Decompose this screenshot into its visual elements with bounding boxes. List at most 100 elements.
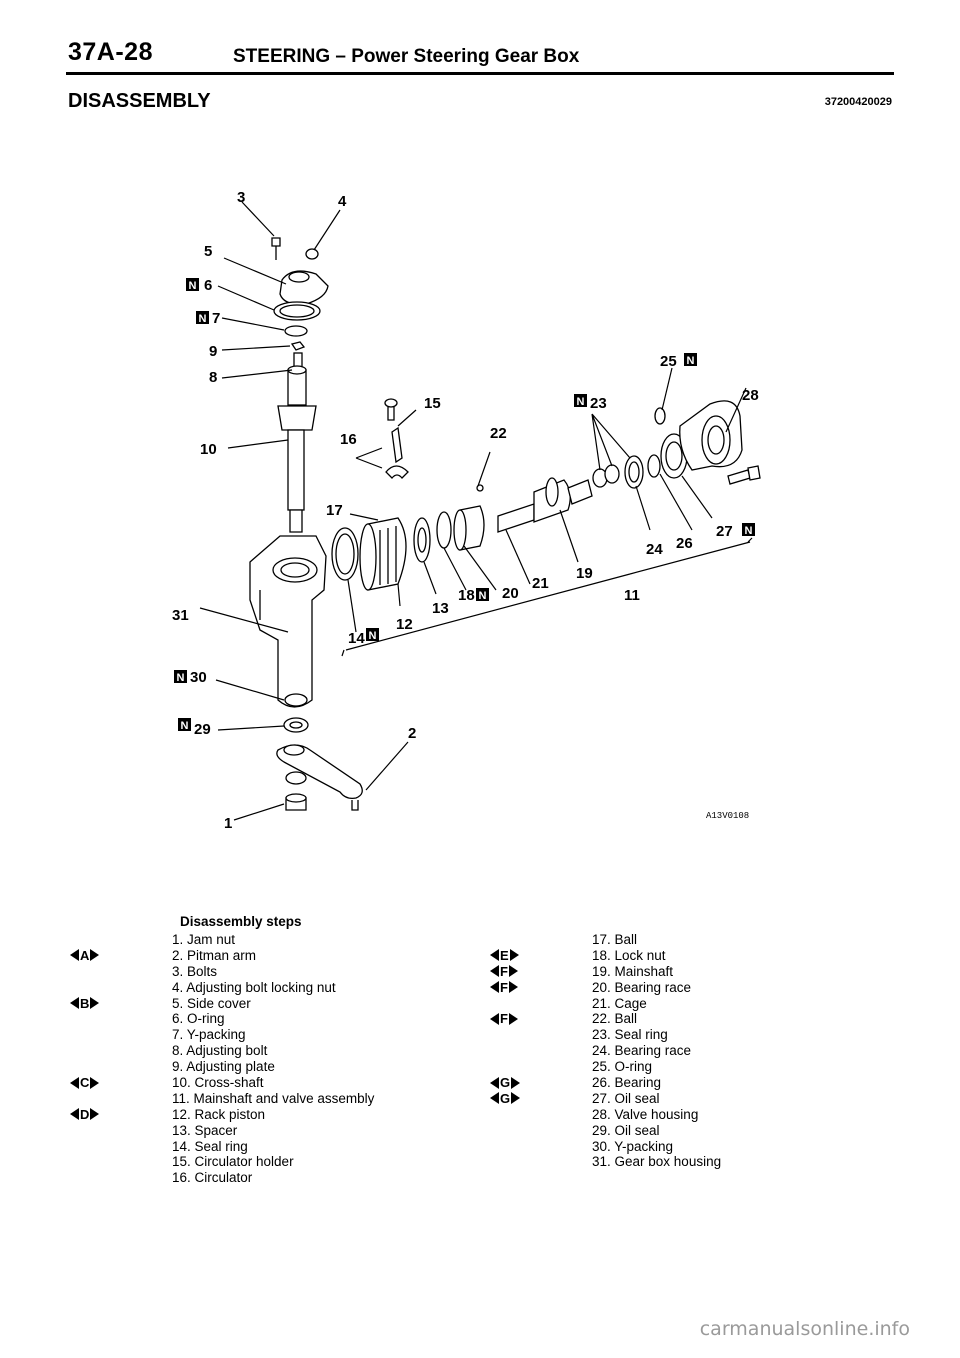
step-label: 28. Valve housing	[592, 1106, 699, 1122]
callout-28: 28	[742, 387, 759, 404]
step-label: 31. Gear box housing	[592, 1154, 722, 1170]
procedure-badge: G	[490, 1076, 521, 1089]
step-item: 25. O-ring	[490, 1059, 850, 1075]
callout-7: 7	[212, 310, 220, 327]
exploded-diagram-svg: N N N N N N N N N 1 2 3 4 5 6 7 8 9 10 1…	[172, 189, 761, 832]
step-item: 3. Bolts	[70, 964, 460, 980]
step-item: 1. Jam nut	[70, 932, 460, 948]
step-label: 10. Cross-shaft	[172, 1075, 264, 1091]
callout-4: 4	[338, 193, 347, 210]
step-label: 22. Ball	[592, 1011, 638, 1027]
step-label: 5. Side cover	[172, 995, 251, 1011]
procedure-badge: C	[70, 1076, 100, 1089]
callout-25: 25	[660, 353, 677, 370]
step-item: 21. Cage	[490, 996, 850, 1012]
callout-13: 13	[432, 600, 449, 617]
callout-1: 1	[224, 815, 232, 832]
step-label: 27. Oil seal	[592, 1090, 660, 1106]
step-item: 6. O-ring	[70, 1011, 460, 1027]
step-item: 16. Circulator	[70, 1170, 460, 1186]
callout-6: 6	[204, 277, 212, 294]
callout-18: 18	[458, 587, 475, 604]
callout-24: 24	[646, 541, 663, 558]
callout-17: 17	[326, 502, 343, 519]
step-item: 13. Spacer	[70, 1123, 460, 1139]
procedure-badge: B	[70, 997, 100, 1010]
procedure-badge: F	[490, 1012, 518, 1025]
step-label: 18. Lock nut	[592, 947, 666, 963]
step-label: 24. Bearing race	[592, 1043, 692, 1059]
step-item: 8. Adjusting bolt	[70, 1043, 460, 1059]
callout-9: 9	[209, 343, 217, 360]
step-label: 13. Spacer	[172, 1122, 238, 1138]
step-label: 4. Adjusting bolt locking nut	[172, 979, 336, 995]
new-part-mark: N	[687, 355, 695, 367]
step-item: G 26. Bearing	[490, 1075, 850, 1091]
procedure-badge: F	[490, 981, 518, 994]
callout-23: 23	[590, 395, 607, 412]
callout-21: 21	[532, 575, 549, 592]
step-item: 4. Adjusting bolt locking nut	[70, 980, 460, 996]
step-item: 14. Seal ring	[70, 1139, 460, 1155]
new-part-mark: N	[181, 720, 189, 732]
new-part-mark: N	[369, 630, 377, 642]
step-label: 8. Adjusting bolt	[172, 1043, 268, 1059]
exploded-diagram: N N N N N N N N N 1 2 3 4 5 6 7 8 9 10 1…	[160, 170, 800, 850]
step-label: 12. Rack piston	[172, 1106, 266, 1122]
step-label: 29. Oil seal	[592, 1122, 660, 1138]
callout-11: 11	[624, 587, 640, 604]
callout-14: 14	[348, 630, 365, 647]
callout-20: 20	[502, 585, 519, 602]
step-item: A 2. Pitman arm	[70, 948, 460, 964]
callout-12: 12	[396, 616, 413, 633]
new-part-mark: N	[479, 590, 487, 602]
step-item: F 20. Bearing race	[490, 980, 850, 996]
step-label: 14. Seal ring	[172, 1138, 248, 1154]
step-label: 6. O-ring	[172, 1011, 225, 1027]
new-part-mark: N	[577, 396, 585, 408]
watermark: carmanualsonline.info	[699, 1318, 910, 1340]
callout-22: 22	[490, 425, 507, 442]
step-label: 26. Bearing	[592, 1075, 662, 1091]
step-label: 9. Adjusting plate	[172, 1059, 275, 1075]
step-label: 20. Bearing race	[592, 979, 692, 995]
new-part-mark: N	[189, 280, 197, 292]
step-item: C 10. Cross-shaft	[70, 1075, 460, 1091]
procedure-badge: F	[490, 965, 518, 978]
step-item: 11. Mainshaft and valve assembly	[70, 1091, 460, 1107]
callout-15: 15	[424, 395, 441, 412]
step-label: 3. Bolts	[172, 963, 218, 979]
document-code: 37200420029	[824, 96, 892, 108]
step-item: 17. Ball	[490, 932, 850, 948]
callout-5: 5	[204, 243, 212, 260]
step-label: 2. Pitman arm	[172, 947, 257, 963]
callout-8: 8	[209, 369, 217, 386]
callout-31: 31	[172, 607, 189, 624]
step-label: 7. Y-packing	[172, 1027, 246, 1043]
new-part-mark: N	[745, 525, 753, 537]
new-part-mark: N	[199, 313, 207, 325]
page-title: STEERING – Power Steering Gear Box	[233, 46, 580, 67]
callout-26: 26	[676, 535, 693, 552]
section-title: DISASSEMBLY	[68, 90, 211, 112]
callout-10: 10	[200, 441, 217, 458]
callout-3: 3	[237, 189, 245, 206]
step-label: 25. O-ring	[592, 1059, 653, 1075]
step-label: 16. Circulator	[172, 1170, 253, 1186]
step-item: 15. Circulator holder	[70, 1154, 460, 1170]
step-label: 15. Circulator holder	[172, 1154, 294, 1170]
page-header: 37A-28 STEERING – Power Steering Gear Bo…	[68, 34, 894, 74]
figure-code: A13V0108	[706, 811, 749, 821]
step-item: 28. Valve housing	[490, 1107, 850, 1123]
step-item: 9. Adjusting plate	[70, 1059, 460, 1075]
step-label: 11. Mainshaft and valve assembly	[172, 1090, 375, 1106]
step-label: 1. Jam nut	[172, 932, 236, 947]
callout-2: 2	[408, 725, 416, 742]
step-label: 30. Y-packing	[592, 1138, 674, 1154]
procedure-badge: A	[70, 949, 100, 962]
